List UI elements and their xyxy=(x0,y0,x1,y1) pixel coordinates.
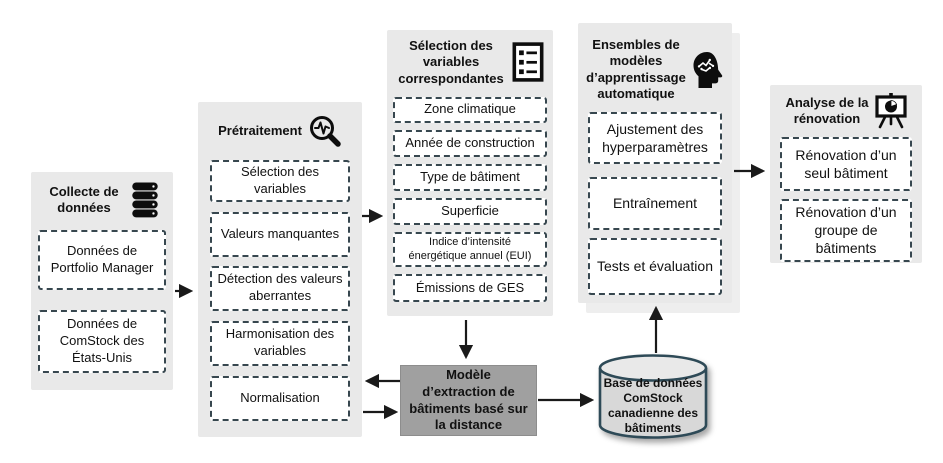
panel-matching-variables-header: Sélection des variables correspondantes xyxy=(387,36,553,91)
checklist-icon xyxy=(512,42,544,83)
panel-retrofit-analysis-title: Analyse de la rénovation xyxy=(785,94,869,126)
node-climate-zone: Zone climatique xyxy=(393,96,547,123)
panel-ml-ensembles: Ensembles de modèles d’apprentissage aut… xyxy=(578,23,732,303)
node-comstock-us-data: Données de ComStock des États-Unis xyxy=(38,310,166,373)
database-cylinder-label: Base de données ComStock canadienne des … xyxy=(603,376,703,435)
panel-data-collection-title: Collecte de données xyxy=(49,183,119,215)
node-comstock-canada-database: Base de données ComStock canadienne des … xyxy=(598,354,708,440)
node-annual-eui: Indice d’intensité énergétique annuel (E… xyxy=(393,231,547,268)
node-training: Entraînement xyxy=(588,177,722,230)
panel-data-collection-header: Collecte de données xyxy=(31,176,173,222)
node-ghg-emissions: Émissions de GES xyxy=(393,274,547,303)
node-construction-year: Année de construction xyxy=(393,129,547,157)
node-missing-values: Valeurs manquantes xyxy=(210,211,350,257)
node-variable-selection: Sélection des variables xyxy=(210,160,350,202)
node-single-building-retrofit: Rénovation d’un seul bâtiment xyxy=(780,137,912,191)
panel-preprocessing-title: Prétraitement xyxy=(218,122,302,138)
panel-retrofit-analysis: Analyse de la rénovation Rénovation d’un… xyxy=(770,85,922,263)
node-outlier-detection: Détection des valeurs aberrantes xyxy=(210,265,350,311)
panel-matching-variables-title: Sélection des variables correspondantes xyxy=(398,38,504,86)
presentation-chart-icon xyxy=(874,93,908,129)
panel-data-collection: Collecte de données Données de Portfo xyxy=(31,172,173,390)
panel-retrofit-analysis-header: Analyse de la rénovation xyxy=(770,87,922,133)
database-cylinder-shape xyxy=(598,354,708,439)
node-hyperparameter-tuning: Ajustement des hyperparamètres xyxy=(588,112,722,164)
node-tests-evaluation: Tests et évaluation xyxy=(588,238,722,295)
panel-ml-ensembles-title: Ensembles de modèles d’apprentissage aut… xyxy=(586,37,686,101)
node-distance-extraction-model: Modèle d’extraction de bâtiments basé su… xyxy=(400,365,537,436)
panel-preprocessing: Prétraitement Sélection des variables Va… xyxy=(198,102,362,437)
head-circuit-icon xyxy=(690,50,726,90)
node-normalisation: Normalisation xyxy=(210,375,350,421)
panel-ml-ensembles-header: Ensembles de modèles d’apprentissage aut… xyxy=(578,31,732,106)
node-portfolio-manager-data: Données de Portfolio Manager xyxy=(38,230,166,290)
node-floor-area: Superficie xyxy=(393,197,547,225)
panel-preprocessing-header: Prétraitement xyxy=(198,108,362,152)
node-building-group-retrofit: Rénovation d’un groupe de bâtiments xyxy=(780,199,912,262)
magnifier-pulse-icon xyxy=(308,114,342,148)
node-variable-harmonisation: Harmonisation des variables xyxy=(210,320,350,366)
panel-matching-variables: Sélection des variables correspondantes … xyxy=(387,30,553,316)
database-icon xyxy=(130,182,160,218)
node-building-type: Type de bâtiment xyxy=(393,163,547,191)
